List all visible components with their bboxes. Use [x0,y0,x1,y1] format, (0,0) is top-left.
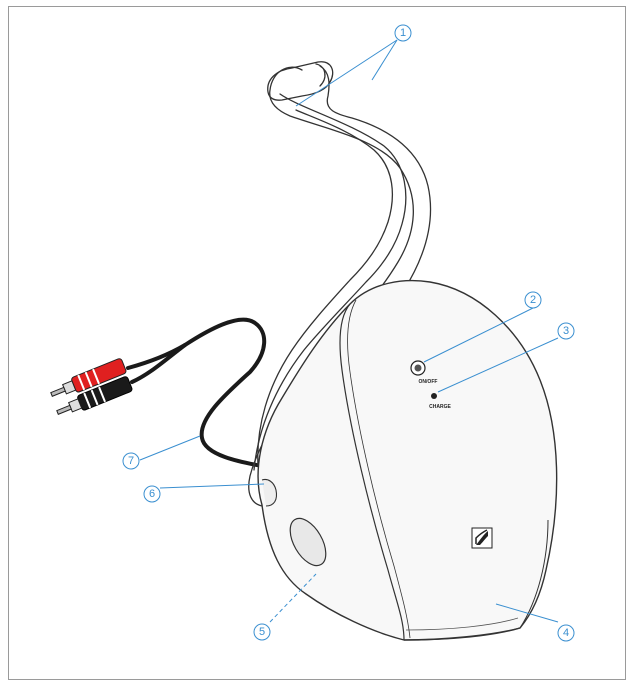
callout-4: 4 [557,624,575,642]
charge-label: CHARGE [429,404,451,410]
rca-plug-red-icon [50,358,127,397]
power-button-icon[interactable] [410,360,426,376]
callout-7: 7 [122,452,140,470]
svg-text:7: 7 [128,455,134,467]
callout-6: 6 [143,485,161,503]
charger-base [257,279,558,641]
svg-text:1: 1 [400,27,406,39]
charge-led-icon [431,393,437,399]
brand-logo-icon [471,527,493,549]
svg-text:6: 6 [149,488,155,500]
callout-2: 2 [524,291,542,309]
svg-text:2: 2 [530,294,536,306]
audio-cable [126,317,270,469]
callout-3: 3 [557,322,575,340]
svg-text:4: 4 [563,627,569,639]
svg-text:3: 3 [563,325,569,337]
power-label: ON/OFF [419,379,438,385]
leader-lines [139,39,559,623]
rca-plug-black-icon [56,376,133,415]
callout-5: 5 [253,623,271,641]
callout-1: 1 [394,24,412,42]
svg-text:5: 5 [259,626,265,638]
